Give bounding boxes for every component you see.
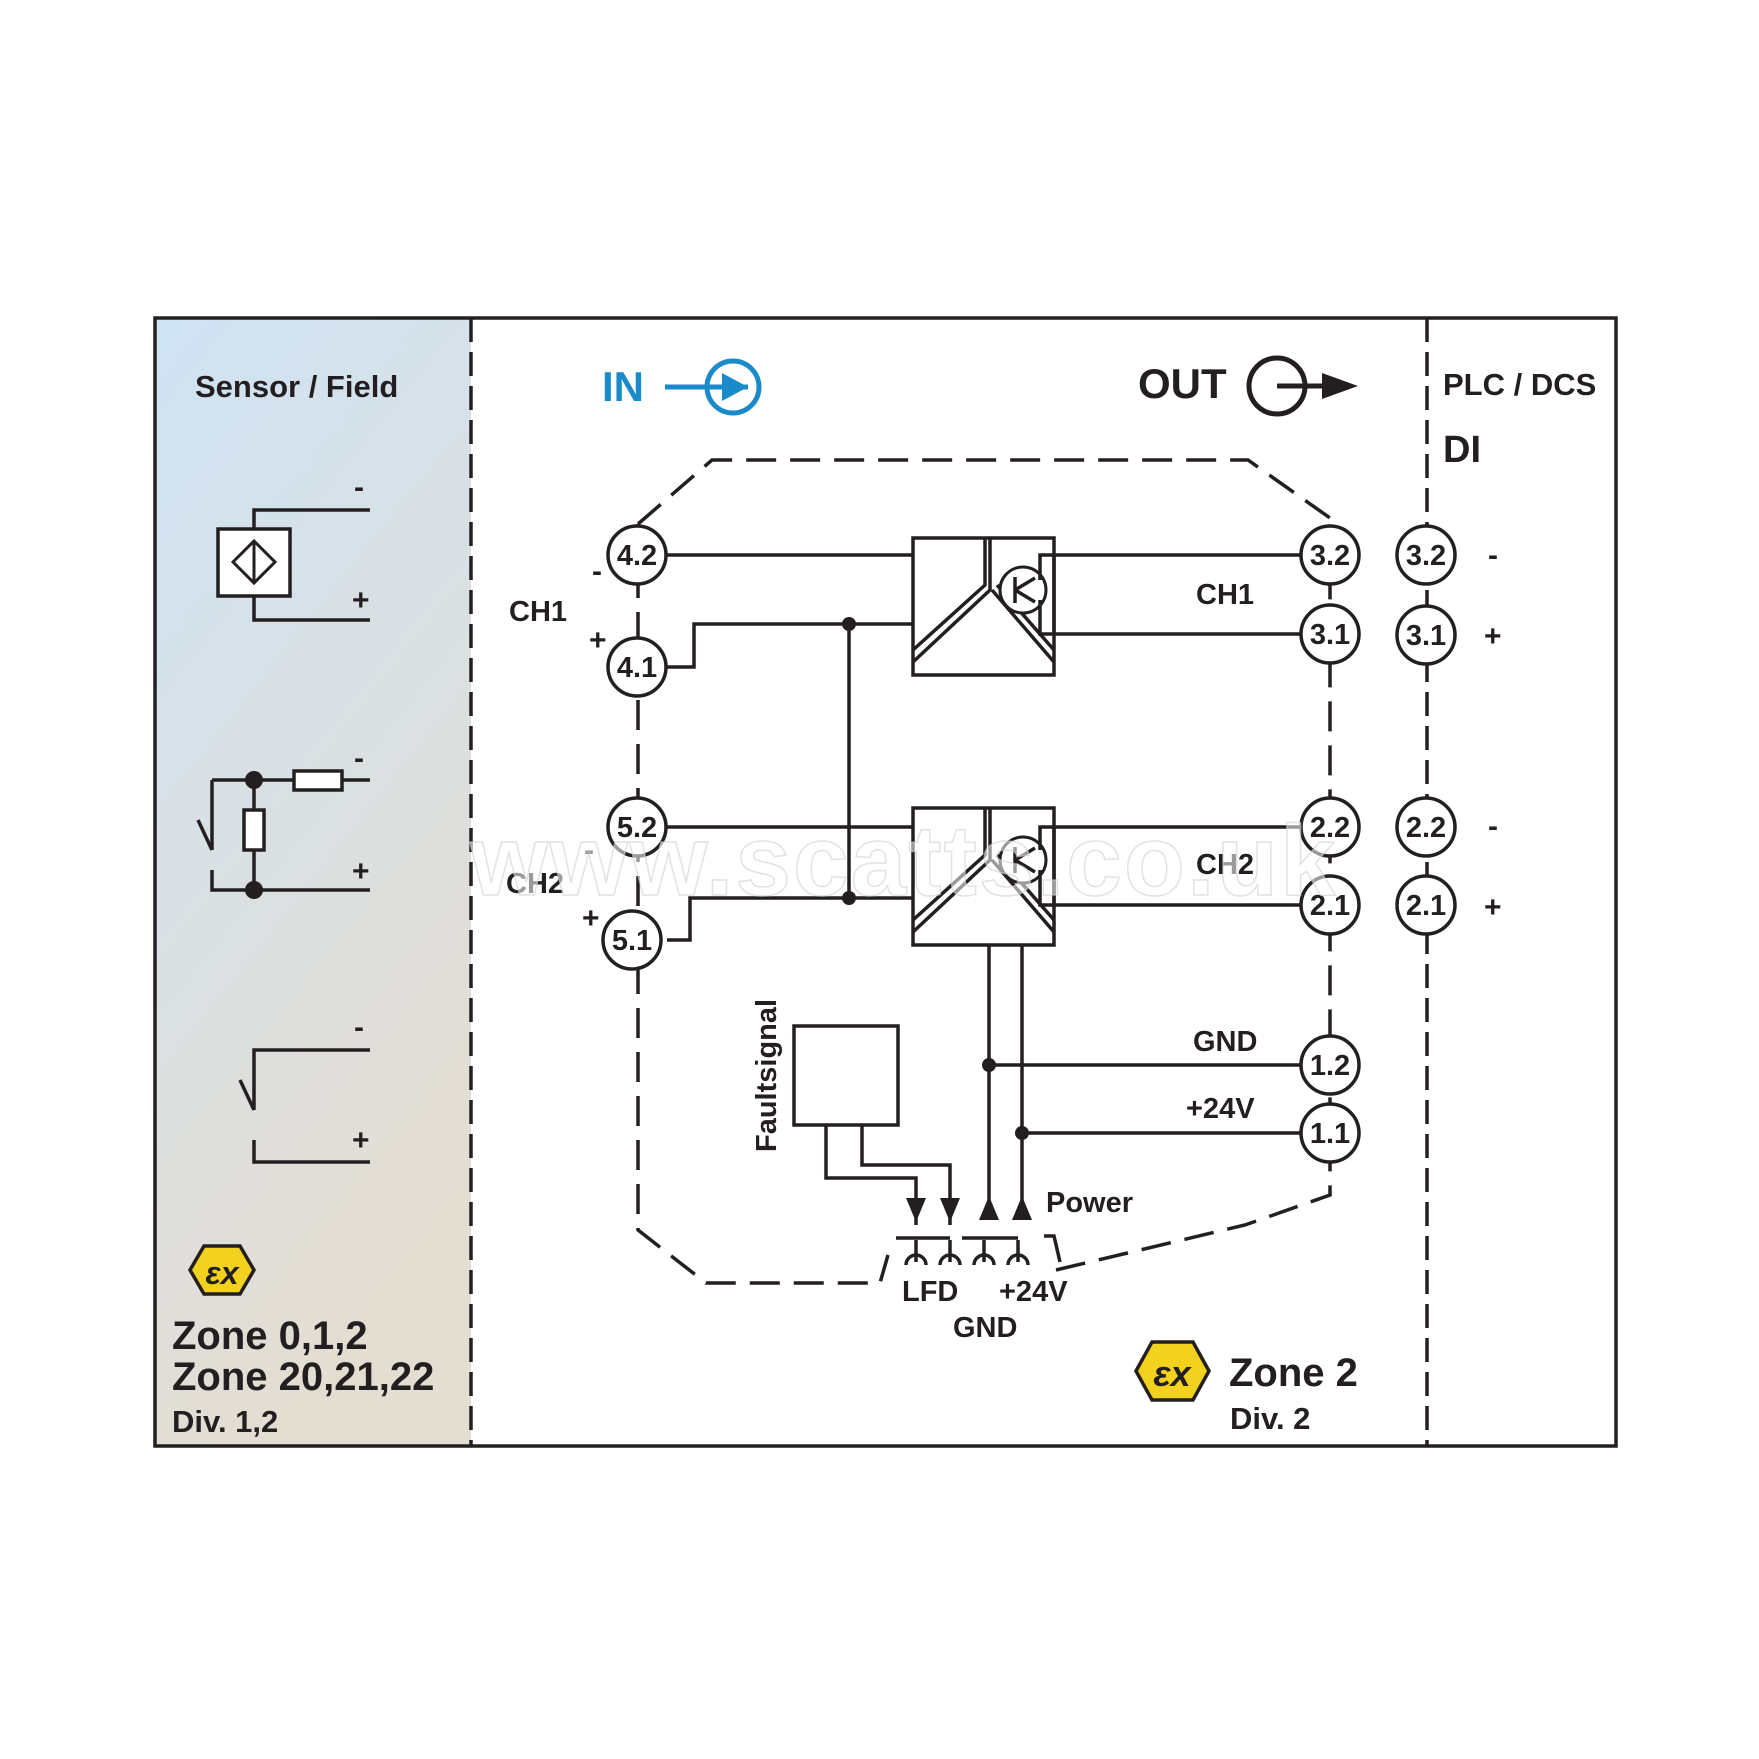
terminal-5-1: 5.1 bbox=[601, 909, 663, 971]
junction-dot-2 bbox=[842, 891, 856, 905]
svg-text:3.1: 3.1 bbox=[1310, 619, 1350, 651]
v24-label: +24V bbox=[1186, 1093, 1255, 1125]
power-label: Power bbox=[1046, 1187, 1133, 1219]
ch1-input-label: CH1 bbox=[509, 596, 567, 628]
p22-minus: - bbox=[1488, 810, 1498, 843]
v24-junction-dot bbox=[1015, 1126, 1029, 1140]
svg-text:3.2: 3.2 bbox=[1310, 540, 1350, 572]
faultsignal-label: Faultsignal bbox=[751, 999, 783, 1152]
bus-gnd-label: GND bbox=[953, 1312, 1017, 1344]
gnd-junction-dot bbox=[982, 1058, 996, 1072]
svg-text:2.1: 2.1 bbox=[1406, 890, 1446, 922]
bus-lfd-label: LFD bbox=[902, 1276, 958, 1308]
out-arrow-icon bbox=[1246, 355, 1358, 417]
ch2-isolator-block bbox=[911, 806, 1056, 947]
sensor1-plus: + bbox=[352, 584, 370, 617]
faultsignal-box bbox=[792, 1024, 900, 1127]
ex-hazard-icon-right: εx bbox=[1134, 1340, 1211, 1402]
zone-left-1: Zone 0,1,2 bbox=[172, 1314, 368, 1358]
p32-minus: - bbox=[1488, 539, 1498, 572]
svg-text:1.1: 1.1 bbox=[1310, 1118, 1350, 1150]
sensor3-plus: + bbox=[352, 1124, 370, 1157]
p21-plus: + bbox=[1484, 891, 1502, 924]
t51-plus: + bbox=[582, 902, 600, 935]
ch2-wires bbox=[667, 825, 1306, 942]
contact-switch-icon bbox=[238, 1048, 370, 1164]
power-arrows bbox=[979, 1196, 1032, 1220]
t42-minus: - bbox=[592, 555, 602, 588]
terminal-3-2: 3.2 bbox=[1299, 524, 1361, 586]
in-arrow-icon bbox=[665, 358, 762, 416]
plc-di-label: DI bbox=[1443, 429, 1481, 471]
terminal-4-1: 4.1 bbox=[606, 636, 668, 698]
svg-text:3.1: 3.1 bbox=[1406, 620, 1446, 652]
svg-text:4.2: 4.2 bbox=[617, 540, 657, 572]
svg-text:2.2: 2.2 bbox=[1310, 812, 1350, 844]
zone-left-2: Zone 20,21,22 bbox=[172, 1355, 434, 1399]
t52-minus: - bbox=[584, 834, 594, 867]
svg-text:2.2: 2.2 bbox=[1406, 812, 1446, 844]
svg-text:5.2: 5.2 bbox=[617, 812, 657, 844]
sensor2-plus: + bbox=[352, 855, 370, 888]
terminal-1-2: 1.2 bbox=[1299, 1034, 1361, 1096]
terminal-4-2: 4.2 bbox=[606, 524, 668, 586]
sensor-field-heading: Sensor / Field bbox=[195, 369, 398, 404]
plc-terminal-3-2: 3.2 bbox=[1395, 524, 1457, 586]
plc-dcs-heading: PLC / DCS bbox=[1443, 367, 1596, 402]
gnd-label: GND bbox=[1193, 1026, 1257, 1058]
ch2-output-label: CH2 bbox=[1196, 849, 1254, 881]
svg-text:5.1: 5.1 bbox=[612, 925, 652, 957]
terminal-1-1: 1.1 bbox=[1299, 1102, 1361, 1164]
plc-terminal-2-2: 2.2 bbox=[1395, 796, 1457, 858]
sensor1-minus: - bbox=[354, 471, 364, 504]
out-label: OUT bbox=[1138, 360, 1227, 407]
sensor3-minus: - bbox=[354, 1011, 364, 1044]
proximity-sensor-icon bbox=[216, 508, 370, 622]
power-wires bbox=[987, 945, 1306, 1210]
terminal-5-2: 5.2 bbox=[606, 796, 668, 858]
bus-connector-icon bbox=[896, 1234, 1062, 1266]
resistor-switch-sensor-icon bbox=[196, 769, 370, 899]
ch1-isolator-block bbox=[911, 536, 1056, 677]
junction-dot-1 bbox=[842, 617, 856, 631]
lfd-wires bbox=[824, 1125, 952, 1225]
svg-text:εx: εx bbox=[205, 1255, 239, 1291]
bus-v24-label: +24V bbox=[999, 1276, 1068, 1308]
svg-text:2.1: 2.1 bbox=[1310, 890, 1350, 922]
plc-terminal-2-1: 2.1 bbox=[1395, 874, 1457, 936]
div-right-label: Div. 2 bbox=[1230, 1401, 1310, 1436]
terminal-2-2: 2.2 bbox=[1299, 796, 1361, 858]
in-label: IN bbox=[602, 363, 644, 410]
ch1-output-label: CH1 bbox=[1196, 579, 1254, 611]
ch2-input-label: CH2 bbox=[506, 868, 564, 900]
svg-text:3.2: 3.2 bbox=[1406, 540, 1446, 572]
zone-right-label: Zone 2 bbox=[1229, 1351, 1358, 1395]
p31-plus: + bbox=[1484, 620, 1502, 653]
ch1-wires bbox=[667, 553, 1306, 669]
outer-frame bbox=[153, 316, 1618, 1448]
sensor2-minus: - bbox=[354, 742, 364, 775]
terminal-2-1: 2.1 bbox=[1299, 874, 1361, 936]
lfd-arrows bbox=[906, 1198, 960, 1222]
svg-text:εx: εx bbox=[1153, 1353, 1192, 1394]
terminal-3-1: 3.1 bbox=[1299, 603, 1361, 665]
svg-text:4.1: 4.1 bbox=[617, 652, 657, 684]
watermark: www.scatts.co.uk bbox=[469, 805, 1337, 917]
ex-hazard-icon-left: εx bbox=[187, 1244, 257, 1296]
div-left: Div. 1,2 bbox=[172, 1404, 278, 1439]
t41-plus: + bbox=[589, 624, 607, 657]
plc-terminal-3-1: 3.1 bbox=[1395, 604, 1457, 666]
svg-text:1.2: 1.2 bbox=[1310, 1050, 1350, 1082]
